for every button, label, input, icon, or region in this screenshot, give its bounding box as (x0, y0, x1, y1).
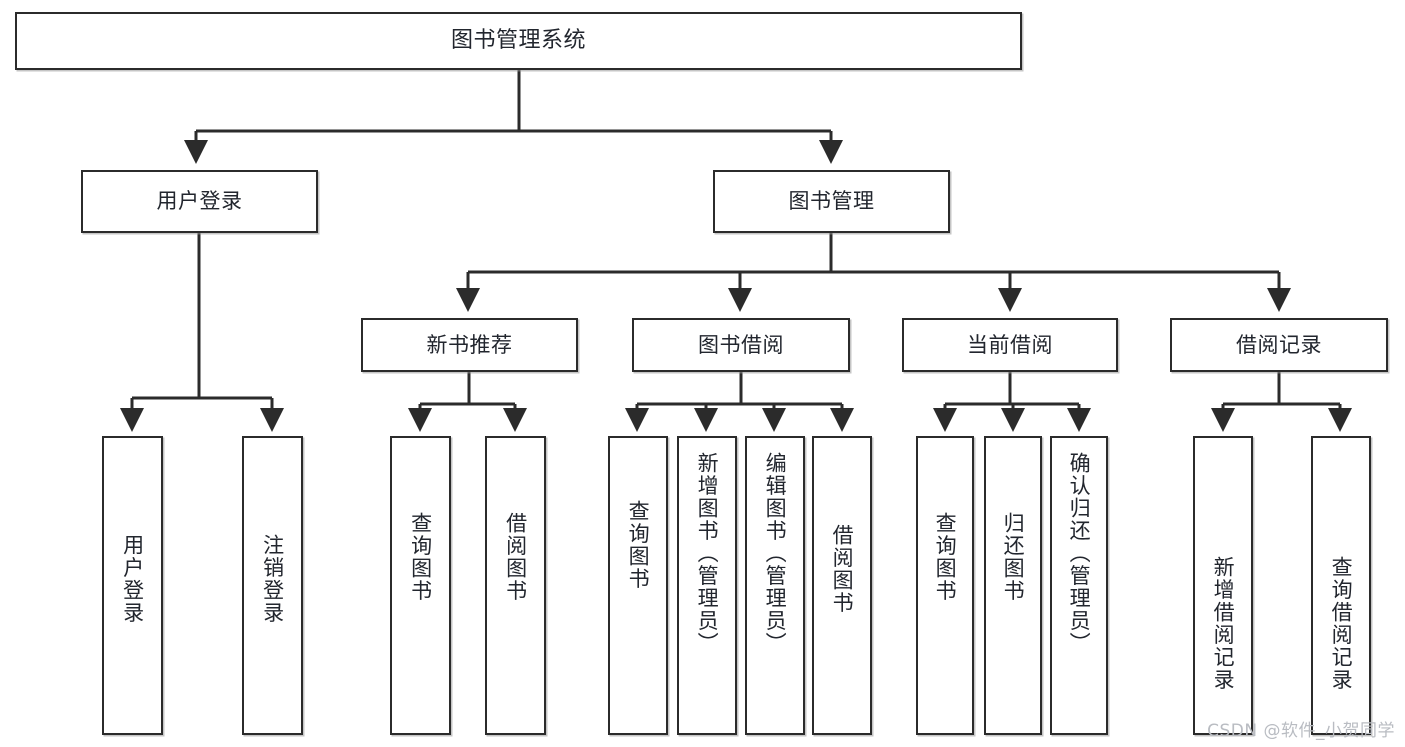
leaf-label: 借阅图书 (503, 512, 528, 602)
leaf-borrow-add-book-admin[interactable]: 新增图书（管理员） (677, 436, 737, 735)
node-label: 用户登录 (156, 189, 243, 214)
leaf-record-query-record[interactable]: 查询借阅记录 (1311, 436, 1371, 735)
leaf-borrow-query-book[interactable]: 查询图书 (608, 436, 668, 735)
node-borrow-record[interactable]: 借阅记录 (1170, 318, 1388, 372)
node-label: 借阅记录 (1236, 332, 1322, 357)
node-book-management[interactable]: 图书管理 (713, 170, 950, 233)
leaf-label: 新增图书（管理员） (695, 452, 720, 655)
node-book-borrow[interactable]: 图书借阅 (632, 318, 850, 372)
node-new-book-recommend[interactable]: 新书推荐 (361, 318, 578, 372)
leaf-label: 查询借阅记录 (1329, 556, 1354, 691)
node-root-system[interactable]: 图书管理系统 (15, 12, 1022, 70)
node-user-login[interactable]: 用户登录 (81, 170, 318, 233)
leaf-label: 归还图书 (1001, 512, 1026, 602)
leaf-borrow-borrow-book[interactable]: 借阅图书 (812, 436, 872, 735)
leaf-user-login-logout[interactable]: 注销登录 (242, 436, 303, 735)
leaf-current-return-book[interactable]: 归还图书 (984, 436, 1042, 735)
leaf-label: 查询图书 (626, 500, 651, 590)
leaf-label: 确认归还（管理员） (1067, 452, 1092, 655)
leaf-label: 借阅图书 (830, 524, 855, 614)
leaf-current-query-book[interactable]: 查询图书 (916, 436, 974, 735)
node-label: 当前借阅 (967, 332, 1053, 357)
csdn-watermark: CSDN @软件_小贺同学 (1207, 721, 1395, 741)
leaf-label: 用户登录 (120, 534, 145, 624)
node-current-borrow[interactable]: 当前借阅 (902, 318, 1118, 372)
leaf-record-add-record[interactable]: 新增借阅记录 (1193, 436, 1253, 735)
leaf-label: 查询图书 (933, 512, 958, 602)
leaf-label: 新增借阅记录 (1211, 556, 1236, 691)
leaf-label: 查询图书 (408, 512, 433, 602)
node-label: 图书借阅 (698, 332, 784, 357)
leaf-user-login-login[interactable]: 用户登录 (102, 436, 163, 735)
leaf-new-book-borrow[interactable]: 借阅图书 (485, 436, 546, 735)
node-label: 图书管理 (788, 189, 875, 214)
leaf-label: 编辑图书（管理员） (763, 452, 788, 655)
leaf-label: 注销登录 (260, 534, 285, 624)
leaf-borrow-edit-book-admin[interactable]: 编辑图书（管理员） (745, 436, 805, 735)
node-label: 图书管理系统 (450, 28, 586, 54)
leaf-new-book-query[interactable]: 查询图书 (390, 436, 451, 735)
leaf-current-confirm-return-admin[interactable]: 确认归还（管理员） (1050, 436, 1108, 735)
node-label: 新书推荐 (426, 332, 513, 357)
